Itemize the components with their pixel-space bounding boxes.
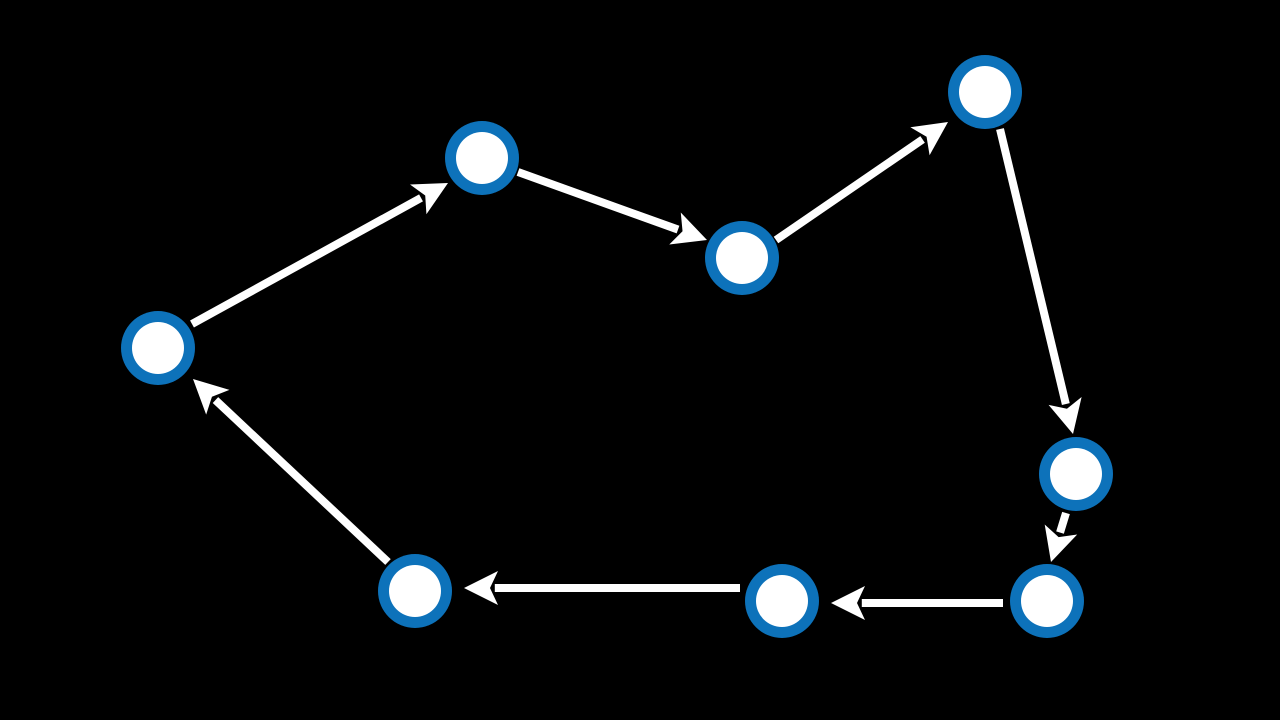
- arrow-head-icon-n8-to-n1: [193, 379, 230, 415]
- graph-edge-n8-to-n1: [212, 397, 391, 565]
- graph-node-n6[interactable]: [1010, 564, 1084, 638]
- node-fill-n7: [756, 575, 808, 627]
- graph-node-n8[interactable]: [378, 554, 452, 628]
- graph-edge-n3-to-n4: [773, 136, 925, 244]
- graph-node-n4[interactable]: [948, 55, 1022, 129]
- arrow-head-icon-n5-to-n6: [1044, 524, 1078, 562]
- arrow-head-icon-n6-to-n7: [831, 586, 865, 620]
- nodes-layer: [121, 55, 1113, 638]
- node-fill-n8: [389, 565, 441, 617]
- node-fill-n1: [132, 322, 184, 374]
- edges-layer: [190, 122, 1082, 620]
- graph-node-n2[interactable]: [445, 121, 519, 195]
- node-fill-n2: [456, 132, 508, 184]
- node-fill-n6: [1021, 575, 1073, 627]
- graph-edge-n5-to-n6: [1056, 511, 1070, 534]
- node-fill-n5: [1050, 448, 1102, 500]
- graph-node-n5[interactable]: [1039, 437, 1113, 511]
- arrow-head-icon-n7-to-n8: [464, 571, 498, 605]
- arrow-head-icon-n2-to-n3: [669, 212, 707, 245]
- graph-node-n7[interactable]: [745, 564, 819, 638]
- node-fill-n3: [716, 232, 768, 284]
- graph-node-n1[interactable]: [121, 311, 195, 385]
- graph-edge-n4-to-n5: [996, 128, 1070, 405]
- graph-node-n3[interactable]: [705, 221, 779, 295]
- arrow-head-icon-n1-to-n2: [410, 183, 448, 215]
- arrow-head-icon-n3-to-n4: [910, 122, 948, 156]
- graph-edge-n1-to-n2: [190, 194, 423, 328]
- graph-edge-n2-to-n3: [516, 168, 680, 234]
- arrow-head-icon-n4-to-n5: [1048, 396, 1082, 434]
- node-fill-n4: [959, 66, 1011, 118]
